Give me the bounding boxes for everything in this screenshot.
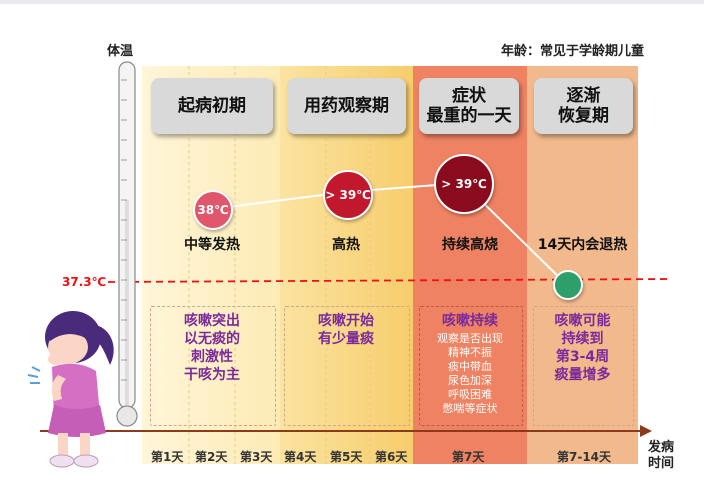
day-label-7-14: 第7-14天 xyxy=(557,450,612,464)
time-axis-arrow xyxy=(640,425,652,437)
time-axis-label: 发病 时间 xyxy=(648,440,674,472)
cough-box-3 xyxy=(419,306,523,426)
day-label-7: 第7天 xyxy=(452,450,485,464)
fever-point-39-a-label: > 39℃ xyxy=(325,188,371,202)
thermometer-icon xyxy=(116,61,138,427)
phase-recovery-line1: 逐渐 xyxy=(566,86,601,106)
phase-onset-label: 起病初期 xyxy=(178,96,246,116)
cough-box-1 xyxy=(150,306,276,426)
cough-stage-1-line: 干咳为主 xyxy=(184,367,240,383)
cough-stage-1-line: 以无痰的 xyxy=(184,331,240,347)
fever-point-39-a: > 39℃ xyxy=(323,170,373,220)
cough-stage-1-line: 咳嗽突出 xyxy=(184,313,240,329)
cough-box-4 xyxy=(533,306,634,426)
cough-stage-2-line: 咳嗽开始 xyxy=(318,313,374,329)
fever-point-39-b-label: > 39℃ xyxy=(441,177,487,191)
cough-stage-3-title: 咳嗽持续 xyxy=(442,313,498,329)
phase-observation: 用药观察期 xyxy=(287,78,406,134)
phase-peak-line2: 最重的一天 xyxy=(426,106,512,126)
cough-stage-2: 咳嗽开始 有少量痰 xyxy=(284,312,408,348)
cough-stage-3-item: 精神不振 xyxy=(448,346,492,359)
threshold-line xyxy=(107,278,669,283)
phase-recovery-line2: 恢复期 xyxy=(558,106,609,126)
day-label-1: 第1天 xyxy=(151,450,184,464)
fever-desc-3: 持续高烧 xyxy=(442,237,498,253)
fever-point-38-label: 38℃ xyxy=(197,203,229,217)
cough-stage-3-item: 憋喘等症状 xyxy=(442,402,498,415)
age-note: 年龄：常见于学龄期儿童 xyxy=(500,44,644,59)
cough-stage-4-line: 痰量增多 xyxy=(554,367,611,383)
cough-stage-4-line: 咳嗽可能 xyxy=(554,313,611,329)
threshold-label: 37.3℃ xyxy=(62,275,107,289)
phase-peak-line1: 症状 xyxy=(452,86,486,106)
cough-stage-3-item: 呼吸困难 xyxy=(448,388,492,401)
cough-box-2 xyxy=(284,306,410,426)
temperature-label: 体温 xyxy=(107,44,134,59)
fever-point-normal xyxy=(553,270,583,300)
time-axis-label-line1: 发病 xyxy=(648,440,675,455)
cough-stage-1-line: 刺激性 xyxy=(191,349,233,365)
cough-stage-4: 咳嗽可能 持续到 第3-4周 痰量增多 xyxy=(533,312,632,384)
phase-observation-label: 用药观察期 xyxy=(304,96,389,116)
phase-onset: 起病初期 xyxy=(151,78,273,134)
cough-stage-3-item: 观察是否出现 xyxy=(437,332,503,345)
cough-stage-4-line: 第3-4周 xyxy=(555,349,610,365)
phase-peak: 症状 最重的一天 xyxy=(419,78,519,134)
phase-recovery: 逐渐 恢复期 xyxy=(534,78,633,134)
fever-point-38: 38℃ xyxy=(193,190,233,230)
cough-stage-1: 咳嗽突出 以无痰的 刺激性 干咳为主 xyxy=(150,312,274,384)
cough-stage-3-item: 痰中带血 xyxy=(448,360,492,373)
cough-stage-3: 咳嗽持续 观察是否出现 精神不振 痰中带血 尿色加深 呼吸困难 憋喘等症状 xyxy=(419,312,521,416)
cough-stage-3-item: 尿色加深 xyxy=(448,374,492,387)
fever-desc-4: 14天内会退热 xyxy=(537,237,628,253)
fever-desc-2: 高热 xyxy=(332,237,360,253)
coughing-child-illustration xyxy=(27,311,114,468)
day-label-3: 第3天 xyxy=(240,450,273,464)
cough-stage-2-line: 有少量痰 xyxy=(318,331,374,347)
fever-desc-1: 中等发热 xyxy=(184,237,240,253)
day-label-5: 第5天 xyxy=(330,450,363,464)
day-label-2: 第2天 xyxy=(195,450,228,464)
cough-stage-4-line: 持续到 xyxy=(561,331,604,347)
time-axis-label-line2: 时间 xyxy=(648,456,675,471)
day-label-4: 第4天 xyxy=(284,450,317,464)
fever-point-39-b: > 39℃ xyxy=(434,154,494,214)
top-divider xyxy=(0,0,704,4)
day-label-6: 第6天 xyxy=(375,450,408,464)
